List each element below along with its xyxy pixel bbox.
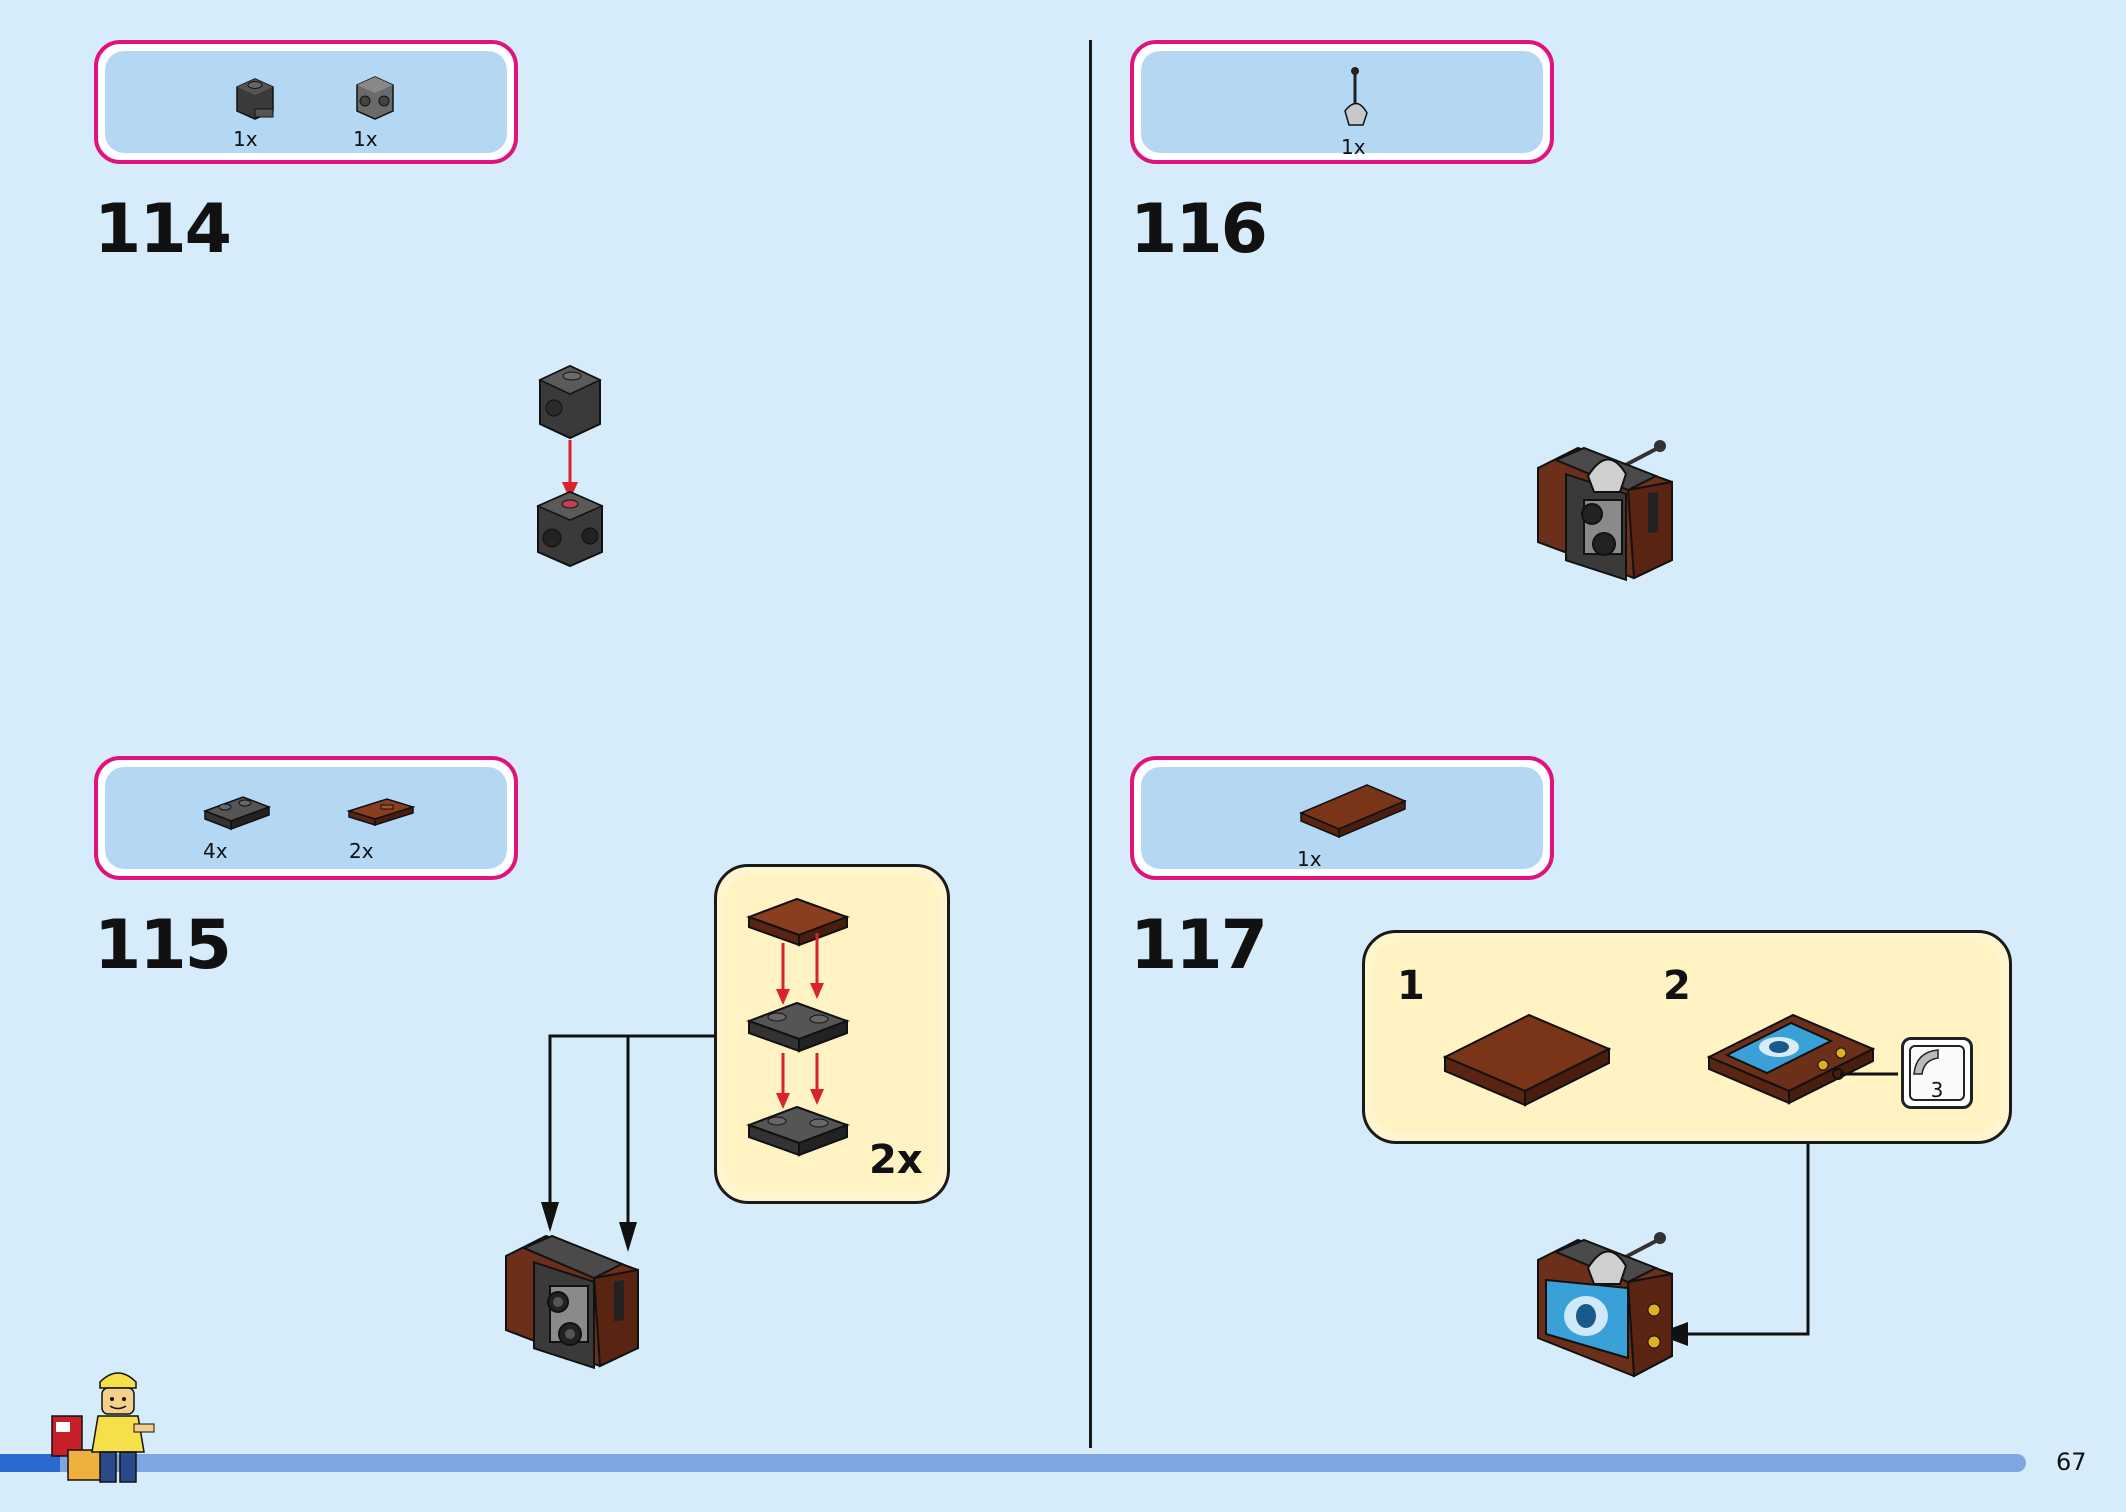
progress-bar-fill	[0, 1454, 60, 1472]
tv-screen-tile-illustration	[1706, 1013, 1876, 1105]
page-number: 67	[2056, 1448, 2087, 1476]
step-number-114: 114	[94, 190, 232, 269]
step-number-116: 116	[1130, 190, 1268, 269]
black-bracket-brick-icon	[236, 78, 274, 120]
grey-studs-brick-icon	[356, 76, 394, 120]
qty-label: 1x	[1297, 847, 1322, 871]
plate-stack-illustration	[746, 897, 850, 1157]
page-divider	[1089, 40, 1092, 1448]
brown-tile-1x2-icon	[346, 798, 416, 827]
brown-tile-2x4-icon	[1299, 784, 1407, 839]
sub-assembly-callout-115: 2x	[714, 864, 950, 1204]
sticker-peel-icon	[1913, 1049, 1939, 1075]
callout-multiplier: 2x	[869, 1137, 923, 1183]
builder-minifigure-icon	[51, 1372, 155, 1483]
antenna-dish-icon	[1344, 67, 1368, 126]
step-114-assembly	[536, 364, 604, 568]
black-plate-1x2-icon	[202, 796, 272, 831]
sub-step-1: 1	[1397, 963, 1425, 1009]
brown-tile-2x4-illustration	[1442, 1013, 1612, 1107]
progress-bar	[0, 1454, 2026, 1472]
sticker-number: 3	[1930, 1078, 1944, 1102]
sticker-reference: 3	[1901, 1037, 1973, 1109]
parts-list-114: 1x 1x	[94, 40, 518, 164]
step-116-camera-model	[1537, 440, 1673, 582]
parts-list-117: 1x	[1130, 756, 1554, 880]
sub-assembly-callout-117: 1 2 3	[1362, 930, 2012, 1144]
step-117-tv-model	[1537, 1232, 1673, 1378]
qty-label: 1x	[233, 127, 258, 151]
step-number-115: 115	[94, 906, 232, 985]
step-115-camera-model	[505, 1234, 639, 1370]
qty-label: 4x	[203, 839, 228, 863]
qty-label: 1x	[1341, 135, 1366, 159]
step-number-117: 117	[1130, 906, 1268, 985]
qty-label: 2x	[349, 839, 374, 863]
parts-list-116: 1x	[1130, 40, 1554, 164]
sub-step-2: 2	[1663, 963, 1691, 1009]
qty-label: 1x	[353, 127, 378, 151]
parts-list-115: 4x 2x	[94, 756, 518, 880]
